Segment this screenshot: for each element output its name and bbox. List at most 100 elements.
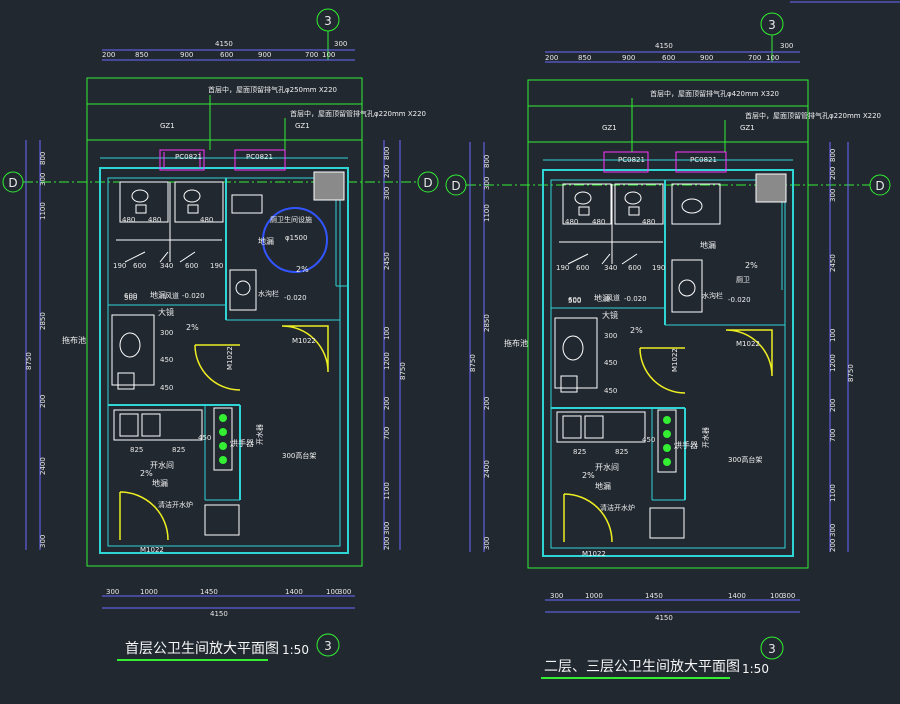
axis-d-label-right: D [875, 179, 884, 193]
right-dim: 200 [383, 165, 391, 178]
mop-sink [560, 375, 578, 393]
right-dim: 200 [383, 537, 391, 550]
gz-label-2: GZ1 [740, 124, 755, 132]
window-pc2 [234, 149, 286, 171]
door-label-2: M1022 [292, 337, 316, 345]
left-dim-total: 8750 [469, 354, 477, 372]
tap-label: 开水器 [701, 427, 710, 448]
floor-drain-label-1: 地漏 [700, 240, 716, 250]
fixture-dim: 480 [200, 216, 213, 224]
top-dim: 900 [258, 51, 271, 59]
right-dim-total: 8750 [399, 362, 407, 380]
left-dim: 2850 [39, 312, 47, 330]
vent-note-1: 首层中，屋面顶留排气孔φ250mm X220 [208, 85, 337, 94]
fixture-dim: 300 [604, 332, 617, 340]
fixture-dim: 480 [642, 218, 655, 226]
left-dim: 800 [39, 152, 47, 165]
fixture-dim: 450 [160, 356, 173, 364]
left-dim: 300 [39, 535, 47, 548]
toilet-stall-1 [119, 181, 169, 223]
mirror-label: 大镜 [158, 307, 174, 317]
right-dim: 1200 [383, 352, 391, 370]
right-dim: 800 [829, 149, 837, 162]
washbasin-accessible [671, 259, 703, 313]
mop-sink-label: 拖布池 [504, 338, 528, 348]
fixture-dim: 825 [573, 448, 586, 456]
top-dim: 300 [780, 42, 793, 50]
vent-note-2: 首层中，屋面顶留管排气孔φ220mm X220 [745, 111, 881, 120]
overall-width-top: 4150 [215, 40, 233, 48]
pc-label-2: PC0821 [690, 156, 717, 164]
duct-label: 风道 [165, 291, 179, 300]
fixture-dim: 480 [122, 216, 135, 224]
bottom-dim: 300 [550, 592, 563, 600]
fixture-dim: 450 [604, 359, 617, 367]
right-dim: 200 [829, 399, 837, 412]
gz-label-2: GZ1 [295, 122, 310, 130]
fixture-dim: 600 [124, 292, 137, 300]
fixture-dim: 500 [124, 294, 137, 302]
toilet-stall-2 [614, 183, 664, 225]
bottom-dim: 100 [770, 592, 783, 600]
plan-scale: 1:50 [742, 662, 769, 676]
gz-label-1: GZ1 [160, 122, 175, 130]
top-dim: 850 [578, 54, 591, 62]
top-dim: 100 [322, 51, 335, 59]
grade-label-1: 2% [296, 265, 309, 274]
pc-label-1: PC0821 [175, 153, 202, 161]
fixture-dim: 600 [568, 296, 581, 304]
toilet-stall-3 [671, 183, 721, 225]
fixture-dim: 190 [652, 264, 665, 272]
closet-label: 厕卫 [736, 276, 750, 284]
plan-title: 二层、三层公卫生间放大平面图 [544, 659, 740, 675]
boiler [649, 507, 685, 539]
slope-label-2: -0.020 [728, 296, 751, 304]
heater-column [213, 407, 233, 471]
fixture-dim: 825 [172, 446, 185, 454]
right-dim: 200 [383, 397, 391, 410]
fixture-dim: 480 [565, 218, 578, 226]
fixture-dim: 450 [642, 436, 655, 444]
vent-note-1: 首层中，屋面顶留排气孔φ420mm X320 [650, 89, 779, 98]
bottom-dim: 1000 [585, 592, 603, 600]
bottom-dim: 1400 [728, 592, 746, 600]
left-dim: 1100 [39, 202, 47, 220]
slope-label-1: -0.020 [624, 295, 647, 303]
bottom-dim: 1000 [140, 588, 158, 596]
fixture-dim: 600 [133, 262, 146, 270]
plan-title: 首层公卫生间放大平面图 [125, 641, 279, 657]
left-dim: 2400 [39, 457, 47, 475]
bottom-dim: 300 [106, 588, 119, 596]
grade-label-3: 2% [582, 471, 595, 480]
mop-sink-label: 拖布池 [62, 335, 86, 345]
slope-label-2: -0.020 [284, 294, 307, 302]
bottom-dim: 1450 [200, 588, 218, 596]
left-dim: 2850 [483, 314, 491, 332]
rod-label: 水沟栏 [702, 291, 723, 300]
axis-d-bubble-right [417, 171, 439, 193]
floor-drain-label-3: 地漏 [152, 478, 168, 488]
right-dim: 100 [829, 329, 837, 342]
right-dim: 300 [829, 524, 837, 537]
fixture-dim: 340 [160, 262, 173, 270]
right-dim: 300 [383, 522, 391, 535]
right-dim: 100 [383, 327, 391, 340]
fixture-dim: 190 [113, 262, 126, 270]
top-dim: 600 [220, 51, 233, 59]
duct-shaft [313, 171, 345, 201]
right-dim: 300 [383, 187, 391, 200]
fixture-dim: 600 [185, 262, 198, 270]
fixture-dim: 190 [556, 264, 569, 272]
left-sub-dim: 200 [39, 395, 47, 408]
axis-3-label-bottom: 3 [768, 642, 776, 656]
right-dim-total: 8750 [847, 364, 855, 382]
exterior-wall [542, 169, 794, 557]
sink-room-label: 开水间 [595, 462, 619, 472]
plan-upper-floors: 3 3 D D 4150 200 850 900 600 900 700 100… [445, 1, 900, 679]
duct-shaft [755, 173, 787, 203]
right-dim: 800 [383, 147, 391, 160]
bottom-dim: 300 [782, 592, 795, 600]
fixture-dim: 340 [604, 264, 617, 272]
door-label-1: M1022 [671, 348, 679, 372]
